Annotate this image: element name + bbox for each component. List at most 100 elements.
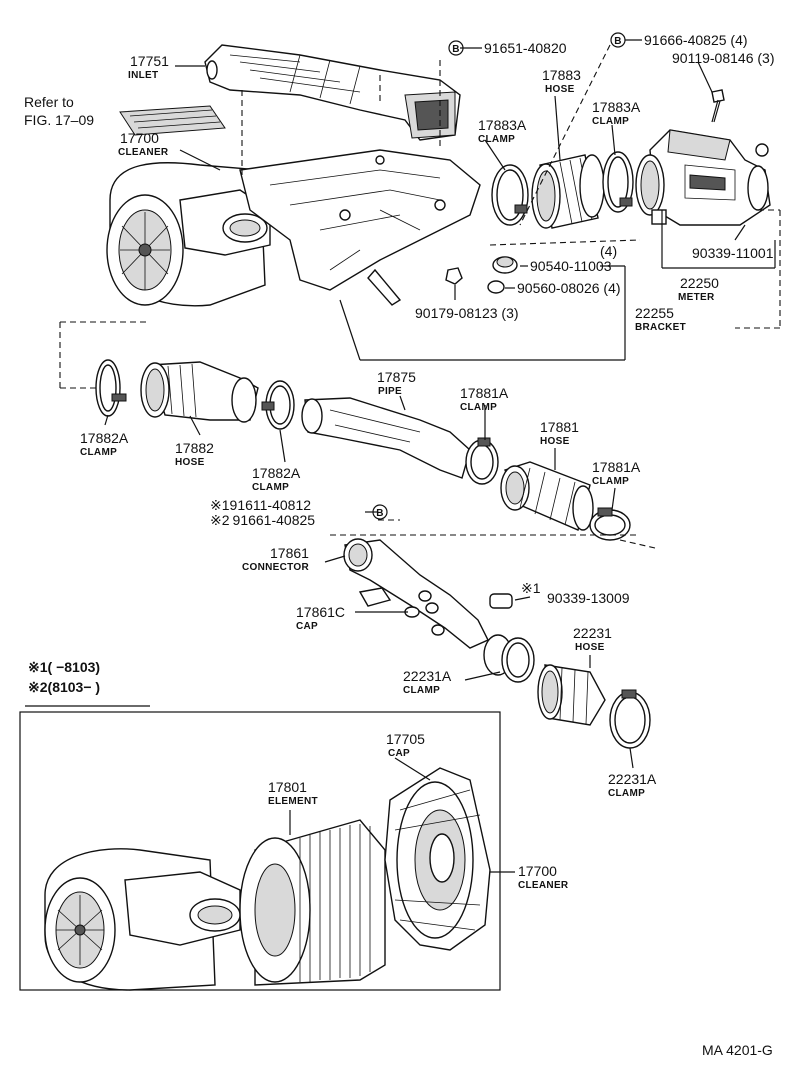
label-90560: 90560-08026 (4) [517,280,621,296]
svg-text:22231: 22231 [573,625,612,641]
svg-text:CLEANER: CLEANER [118,147,169,158]
svg-text:17700: 17700 [120,130,159,146]
filter-gasket-drawing [119,105,226,136]
svg-text:※1: ※1 [521,580,541,596]
inlet-duct-drawing [204,44,461,141]
label-17881A-top: 17881A CLAMP [460,385,509,413]
label-17861: 17861 CONNECTOR [242,545,309,573]
svg-text:22231A: 22231A [403,668,452,684]
label-17882A-left: 17882A CLAMP [80,430,129,458]
hose-22231-drawing [537,664,606,726]
label-17883A-left: 17883A CLAMP [478,117,527,145]
air-flow-meter-drawing [635,129,771,226]
label-91666: 91666-40825 (4) [644,32,748,48]
svg-text:22231A: 22231A [608,771,657,787]
svg-text:17883A: 17883A [478,117,527,133]
svg-text:17881A: 17881A [592,459,641,475]
svg-text:CAP: CAP [388,748,410,759]
air-cleaner-top-drawing [106,162,271,307]
label-17700-top: 17700 CLEANER [118,130,169,158]
svg-text:INLET: INLET [128,70,158,81]
label-17700-bottom: 17700 CLEANER [518,863,569,891]
label-17881: 17881 HOSE [540,419,579,447]
svg-text:CLAMP: CLAMP [478,134,515,145]
cap-17861C-drawing [404,590,445,636]
svg-text:17705: 17705 [386,731,425,747]
svg-text:CLAMP: CLAMP [403,685,440,696]
filter-element-drawing [239,819,386,986]
label-17882A-mid: 17882A CLAMP [252,465,301,493]
svg-text:17883: 17883 [542,67,581,83]
figure-code: MA 4201-G [702,1042,773,1058]
variant-note-1: ※191611-40812 [210,497,311,513]
label-90540: 90540-11003 [530,258,612,274]
svg-text:CLAMP: CLAMP [608,788,645,799]
svg-text:FIG. 17–09: FIG. 17–09 [24,112,94,128]
svg-text:ELEMENT: ELEMENT [268,796,318,807]
svg-text:B: B [376,508,384,519]
bolt-90119-drawing [711,89,725,123]
clamp-17883A-right-drawing [602,151,634,213]
svg-text:METER: METER [678,292,715,303]
svg-text:CAP: CAP [296,621,318,632]
svg-text:17700: 17700 [518,863,557,879]
svg-text:B: B [452,44,460,55]
label-22231: 22231 HOSE [573,625,612,653]
grommet-90540-drawing [492,256,518,274]
clamp-17881A-top-drawing [465,437,499,485]
qty-marker: (4) [600,243,617,259]
label-22250: 22250 METER [678,275,719,303]
svg-text:B: B [614,36,622,47]
connector-17861-drawing [343,538,489,649]
hose-17883-drawing [531,154,605,229]
svg-text:CLAMP: CLAMP [592,116,629,127]
svg-text:CLAMP: CLAMP [252,482,289,493]
svg-text:22255: 22255 [635,305,674,321]
svg-text:17861C: 17861C [296,604,345,620]
svg-text:17875: 17875 [377,369,416,385]
svg-text:17801: 17801 [268,779,307,795]
svg-text:22250: 22250 [680,275,719,291]
svg-text:HOSE: HOSE [540,436,570,447]
dashed-guide-lines [59,44,781,549]
svg-text:CLAMP: CLAMP [592,476,629,487]
clamp-17882A-left-drawing [95,359,127,417]
clamp-17883A-left-drawing [491,164,529,226]
bracket-drawing [239,149,481,306]
svg-text:17883A: 17883A [592,99,641,115]
label-17883: 17883 HOSE [542,67,581,95]
bolt-marker-3: B [372,504,388,520]
svg-text:17882A: 17882A [252,465,301,481]
bolt-marker-2: B [610,32,626,48]
label-91651: 91651-40820 [484,40,567,56]
label-17875: 17875 PIPE [377,369,416,397]
clamp-17882A-mid-drawing [261,380,295,430]
air-cleaner-body-drawing [44,848,241,991]
svg-text:17882A: 17882A [80,430,129,446]
clamp-22231A-right-drawing [609,689,651,749]
clamp-17881A-bottom-drawing [589,507,631,541]
svg-text:17882: 17882 [175,440,214,456]
svg-text:BRACKET: BRACKET [635,322,686,333]
label-90339-11001: 90339-11001 [692,245,774,261]
pipe-17875-drawing [301,397,471,479]
refer-note: Refer to FIG. 17–09 [24,94,94,128]
cap-90339-13009-drawing [489,593,513,609]
svg-text:CLAMP: CLAMP [460,402,497,413]
label-17705: 17705 CAP [386,731,425,759]
hose-17882-drawing [140,361,259,423]
label-22231A-left: 22231A CLAMP [403,668,452,696]
svg-text:HOSE: HOSE [575,642,605,653]
svg-text:※2(8103− ): ※2(8103− ) [28,679,100,695]
nut-90560-drawing [487,280,505,294]
hose-17881-drawing [500,461,594,531]
label-17861C: 17861C CAP [296,604,345,632]
label-22255: 22255 BRACKET [635,305,686,333]
svg-text:17881: 17881 [540,419,579,435]
label-90179: 90179-08123 (3) [415,305,519,321]
svg-text:※1( −8103): ※1( −8103) [28,659,100,675]
label-90119: 90119-08146 (3) [672,50,774,66]
label-17751: 17751 INLET [128,53,169,81]
